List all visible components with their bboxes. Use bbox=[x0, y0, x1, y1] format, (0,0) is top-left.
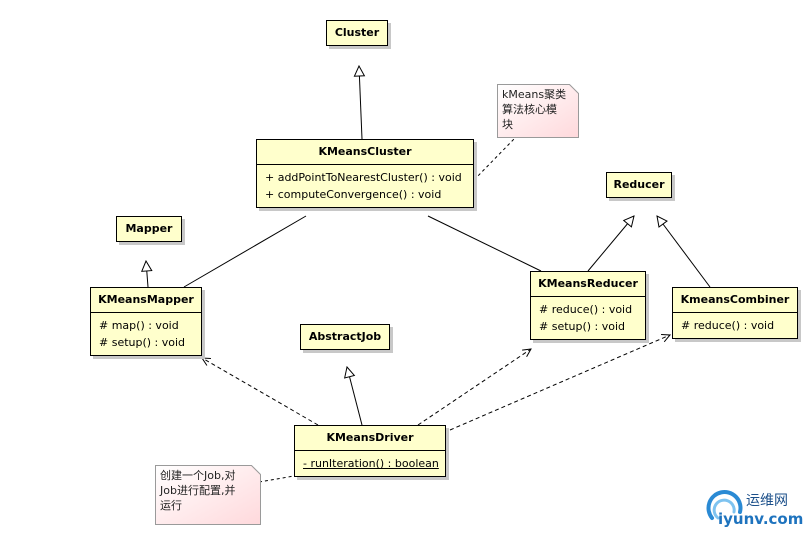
watermark-logo-icon bbox=[706, 490, 743, 520]
dependency-driver-reducer bbox=[417, 349, 531, 426]
class-name: KMeansReducer bbox=[538, 277, 638, 290]
method: - runIteration() : boolean bbox=[303, 457, 439, 470]
dependency-driver-combiner bbox=[449, 335, 670, 431]
generalization-reducer bbox=[587, 216, 634, 272]
note-line: 算法核心模 bbox=[502, 103, 557, 116]
generalization-cluster bbox=[359, 66, 362, 140]
class-kmeans-reducer[interactable]: KMeansReducer # reduce() : void # setup(… bbox=[530, 271, 646, 340]
watermark: 运维网 iyunv.com bbox=[706, 488, 806, 532]
class-abstract-job[interactable]: AbstractJob bbox=[300, 324, 390, 350]
class-name: Reducer bbox=[613, 178, 665, 191]
class-name: KmeansCombiner bbox=[680, 293, 790, 306]
note-line: 创建一个Job,对 bbox=[160, 469, 236, 482]
association-cluster-reducer bbox=[427, 215, 542, 272]
method: # setup() : void bbox=[99, 336, 186, 349]
class-reducer[interactable]: Reducer bbox=[606, 172, 672, 198]
watermark-site-name: 运维网 bbox=[746, 493, 788, 509]
class-name: AbstractJob bbox=[308, 330, 382, 343]
class-name: KMeansMapper bbox=[98, 293, 194, 306]
method: # reduce() : void bbox=[681, 319, 775, 332]
class-kmeans-mapper[interactable]: KMeansMapper # map() : void # setup() : … bbox=[90, 287, 202, 356]
generalization-combiner bbox=[657, 216, 711, 288]
note-line: 运行 bbox=[160, 499, 182, 512]
method: # setup() : void bbox=[539, 320, 626, 333]
method: + computeConvergence() : void bbox=[265, 188, 442, 201]
watermark-domain: iyunv.com bbox=[718, 510, 804, 528]
note-line: Job进行配置,并 bbox=[160, 484, 236, 497]
class-name: KMeansCluster bbox=[318, 145, 412, 158]
note-line: 块 bbox=[502, 118, 513, 131]
class-name: KMeansDriver bbox=[326, 431, 414, 444]
generalization-mapper bbox=[146, 261, 148, 288]
method: # map() : void bbox=[99, 319, 179, 332]
method-list: # map() : void # setup() : void bbox=[91, 312, 201, 355]
method-list: # reduce() : void # setup() : void bbox=[531, 296, 645, 339]
class-kmeans-combiner[interactable]: KmeansCombiner # reduce() : void bbox=[672, 287, 798, 339]
note-line: kMeans聚类 bbox=[502, 88, 567, 101]
note-cluster-core[interactable]: kMeans聚类 算法核心模 块 bbox=[497, 84, 579, 138]
generalization-abstractjob bbox=[347, 367, 363, 426]
class-name: Mapper bbox=[125, 222, 173, 235]
class-mapper[interactable]: Mapper bbox=[116, 216, 182, 242]
note-anchor-driver bbox=[258, 475, 295, 483]
method-list: # reduce() : void bbox=[673, 312, 797, 338]
note-anchor-cluster bbox=[473, 138, 515, 181]
note-driver-job[interactable]: 创建一个Job,对 Job进行配置,并 运行 bbox=[155, 465, 261, 525]
method-list: + addPointToNearestCluster() : void + co… bbox=[257, 164, 473, 207]
method-list: - runIteration() : boolean bbox=[295, 450, 445, 476]
class-cluster[interactable]: Cluster bbox=[326, 20, 388, 46]
method: # reduce() : void bbox=[539, 303, 633, 316]
note-fold-icon bbox=[251, 465, 261, 475]
class-kmeans-cluster[interactable]: KMeansCluster + addPointToNearestCluster… bbox=[256, 139, 474, 208]
note-fold-icon bbox=[569, 84, 579, 94]
class-kmeans-driver[interactable]: KMeansDriver - runIteration() : boolean bbox=[294, 425, 446, 477]
method: + addPointToNearestCluster() : void bbox=[265, 171, 462, 184]
association-cluster-mapper bbox=[183, 215, 307, 288]
class-name: Cluster bbox=[334, 26, 380, 39]
dependency-driver-mapper bbox=[202, 358, 319, 426]
